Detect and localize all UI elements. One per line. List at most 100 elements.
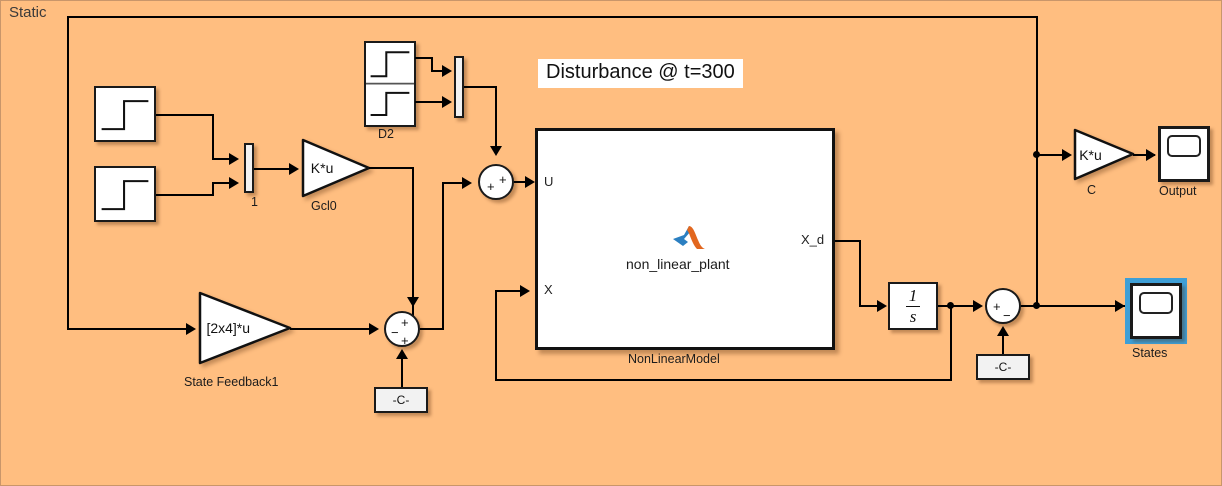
scope-screen-icon: [1139, 291, 1173, 314]
wire-constfb-up: [401, 359, 403, 387]
step-icon: [101, 100, 149, 131]
mux-block-2[interactable]: [454, 56, 464, 118]
wire-feedback-right-vertical: [1036, 16, 1038, 308]
wire-d2-out1: [415, 57, 433, 59]
wire-feedback-left-vertical: [67, 16, 69, 329]
page-title: Static: [9, 4, 47, 21]
wire-integrator-out: [938, 305, 977, 307]
scope-block-output[interactable]: [1158, 126, 1210, 182]
wire-conststate-up: [1002, 334, 1004, 354]
wire-to-c-gain: [1036, 154, 1070, 156]
junction-state-signal: [1033, 302, 1040, 309]
wire-mux2-out: [464, 86, 497, 88]
wire-to-state-feedback: [67, 328, 192, 330]
scope-states-label: States: [1132, 346, 1168, 360]
matlab-logo-icon: [673, 226, 705, 249]
plant-inner-label: non_linear_plant: [626, 256, 730, 272]
sum-state-sign-left: +: [993, 299, 1001, 314]
integrator-block[interactable]: 1 s: [888, 282, 938, 330]
plant-port-u-label: U: [544, 174, 554, 189]
mux-block-1-label: 1: [251, 195, 258, 209]
constant-block-feedback[interactable]: -C-: [374, 387, 428, 413]
arrow-sumfb-left-in: [369, 323, 379, 335]
wire-sumfb-out: [420, 328, 444, 330]
gain-triangle-icon: [301, 138, 371, 198]
wire-step2-to-mux: [212, 182, 234, 184]
step-icon: [366, 51, 414, 117]
arrow-output-scope-in: [1146, 149, 1156, 161]
wire-c-to-output: [1133, 154, 1155, 156]
gain-triangle-icon: [1073, 128, 1135, 181]
gain-block-state-feedback[interactable]: [2x4]*u: [198, 291, 292, 365]
mux-block-1[interactable]: [244, 143, 254, 193]
wire-sumu-left-in: [442, 182, 464, 184]
junction-integrator-out: [947, 302, 954, 309]
wire-xfeedback-down: [950, 305, 952, 381]
wire-xfeedback-left: [495, 379, 952, 381]
subsystem-nonlinearmodel[interactable]: [535, 128, 835, 350]
arrow-integrator-in: [877, 300, 887, 312]
arrow-gcl0-in: [289, 163, 299, 175]
arrow-sum-u-left-in: [462, 177, 472, 189]
wire-sumu-left-up: [442, 182, 444, 329]
wire-d2-out1-down: [431, 57, 433, 71]
arrow-mux1-in1: [229, 153, 239, 165]
sum-u-sign-left: +: [487, 179, 495, 194]
step-icon: [101, 180, 149, 211]
plant-port-x-label: X: [544, 282, 553, 297]
sum-block-u[interactable]: + +: [478, 164, 514, 200]
arrow-states-scope-in: [1115, 300, 1125, 312]
fraction-bar-icon: [906, 305, 920, 307]
wire-mux2-down: [495, 86, 497, 146]
plant-port-xd-label: X_d: [801, 232, 825, 247]
arrow-c-gain-in: [1062, 149, 1072, 161]
wire-step2-up: [212, 182, 214, 196]
scope-block-states[interactable]: [1130, 283, 1182, 339]
wire-step1-out: [156, 114, 214, 116]
sum-fb-sign-left: −: [391, 325, 399, 340]
arrow-plant-x-in: [520, 285, 530, 297]
annotation-disturbance: Disturbance @ t=300: [538, 59, 743, 88]
arrow-mux2-in1: [442, 65, 452, 77]
gain-block-c[interactable]: K*u: [1073, 128, 1135, 181]
gain-state-feedback-label: State Feedback1: [184, 375, 279, 389]
gain-block-gcl0[interactable]: K*u: [301, 138, 371, 198]
gain-state-feedback-expr: [2x4]*u: [206, 320, 251, 336]
wire-xd-out: [835, 240, 861, 242]
wire-sumu-to-plant: [514, 181, 530, 183]
gain-gcl0-label: Gcl0: [311, 199, 337, 213]
scope-screen-icon: [1167, 134, 1201, 157]
wire-gcl0-out: [369, 167, 414, 169]
sum-block-feedback[interactable]: + − +: [384, 311, 420, 347]
wire-xfeedback-to-plant: [495, 290, 524, 292]
wire-step1-to-mux: [212, 158, 234, 160]
subsystem-nonlinearmodel-label: NonLinearModel: [628, 352, 720, 366]
sum-block-state[interactable]: + −: [985, 288, 1021, 324]
arrow-mux2-in2: [442, 96, 452, 108]
step-block-1[interactable]: [94, 86, 156, 142]
wire-d2-out2: [415, 101, 447, 103]
wire-d2-out1-to-mux: [431, 70, 447, 72]
wire-step1-down: [212, 114, 214, 159]
arrow-sumstate-left-in: [973, 300, 983, 312]
wire-step2-out: [156, 194, 214, 196]
sum-u-sign-top: +: [499, 172, 507, 187]
arrow-plant-u-in: [525, 176, 535, 188]
step-block-2[interactable]: [94, 166, 156, 222]
arrow-state-feedback-in: [186, 323, 196, 335]
sum-fb-sign-top: +: [401, 315, 409, 330]
wire-xd-to-integrator: [859, 305, 884, 307]
integrator-denominator: s: [909, 306, 917, 326]
wire-gcl0-down: [412, 167, 414, 329]
arrow-sum-u-top-in: [490, 146, 502, 156]
wire-sumstate-out: [1021, 305, 1125, 307]
constant-block-state[interactable]: -C-: [976, 354, 1030, 380]
wire-xfeedback-up: [495, 290, 497, 380]
wire-mux1-to-gcl0: [254, 168, 292, 170]
sum-state-sign-bottom: −: [1003, 308, 1011, 323]
gain-triangle-icon: [198, 291, 292, 365]
gain-c-expr: K*u: [1079, 146, 1102, 163]
sum-fb-sign-bottom: +: [401, 333, 409, 348]
d2-block[interactable]: [364, 41, 416, 127]
